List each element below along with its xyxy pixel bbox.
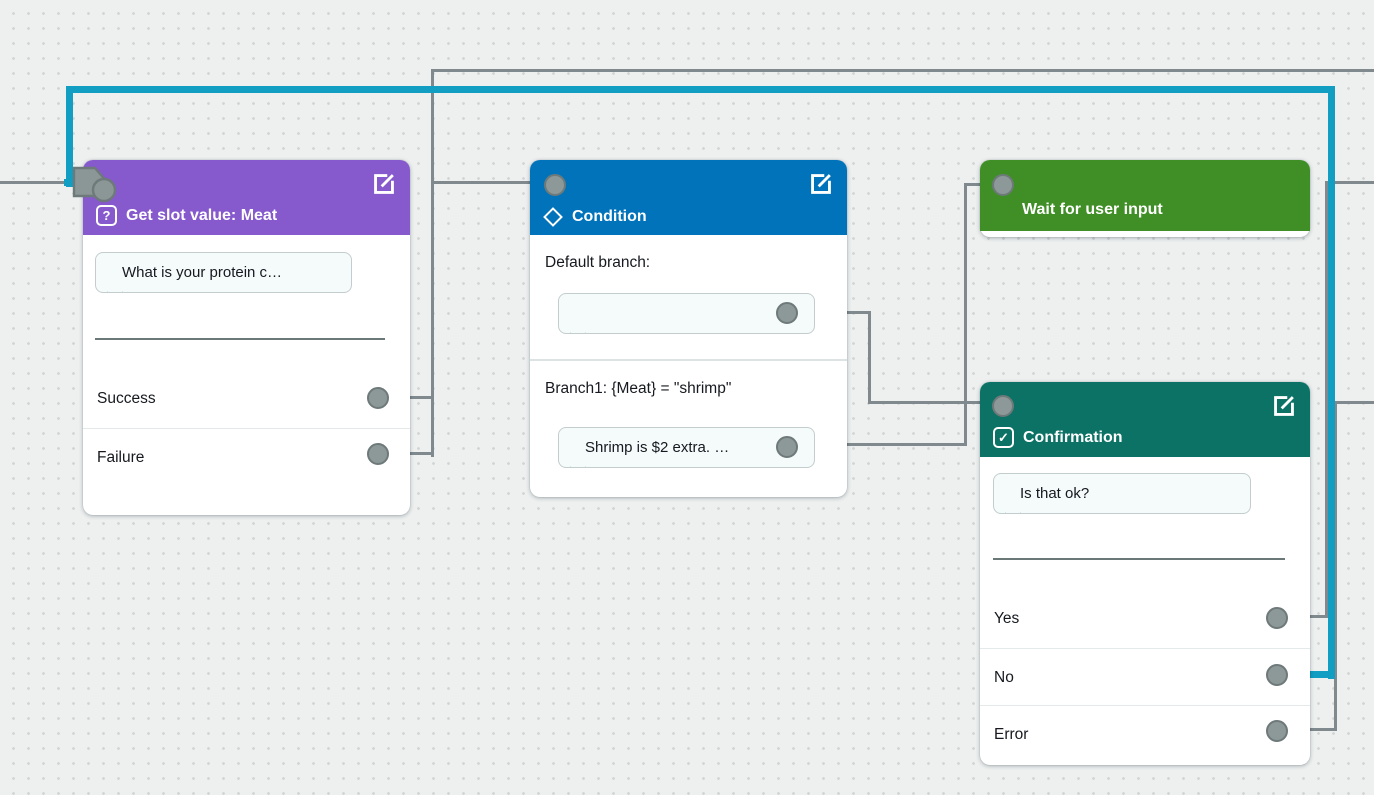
connector-vertical-left-of-condition[interactable] bbox=[431, 69, 434, 457]
connector-branch1-h[interactable] bbox=[782, 443, 967, 446]
node-title: Get slot value: Meat bbox=[126, 206, 278, 224]
port-yes-output[interactable] bbox=[1266, 607, 1288, 629]
port-confirmation-input[interactable] bbox=[992, 395, 1014, 417]
edit-icon bbox=[374, 174, 394, 194]
output-label: Error bbox=[994, 725, 1029, 743]
section-separator bbox=[530, 359, 847, 361]
connector-default-branch-v[interactable] bbox=[868, 311, 871, 404]
prompt-bubble: What is your protein c… bbox=[95, 252, 352, 293]
connector-error-offscreen-right[interactable] bbox=[1334, 401, 1374, 404]
port-condition-input[interactable] bbox=[544, 174, 566, 196]
node-title: Wait for user input bbox=[1022, 201, 1163, 218]
output-row-no[interactable]: No bbox=[980, 648, 1310, 706]
connector-default-into-confirmation[interactable] bbox=[868, 401, 998, 404]
port-failure-output[interactable] bbox=[367, 443, 389, 465]
connector-yes-offscreen-right[interactable] bbox=[1325, 181, 1374, 184]
edit-button[interactable] bbox=[371, 171, 397, 197]
default-branch-label: Default branch: bbox=[545, 254, 651, 271]
edit-icon bbox=[811, 174, 831, 194]
branch1-bubble: Shrimp is $2 extra. … bbox=[558, 427, 815, 468]
node-title: Confirmation bbox=[1023, 428, 1123, 446]
condition-icon bbox=[543, 207, 563, 227]
port-no-output[interactable] bbox=[1266, 664, 1288, 686]
default-branch-bubble bbox=[558, 293, 815, 334]
divider bbox=[95, 338, 385, 340]
node-wait-for-user-input[interactable]: Wait for user input bbox=[980, 160, 1310, 237]
output-label: Success bbox=[97, 390, 156, 407]
connector-error-v[interactable] bbox=[1334, 401, 1337, 731]
port-wait-input[interactable] bbox=[992, 174, 1014, 196]
connector-branch1-v[interactable] bbox=[964, 183, 967, 446]
edit-button[interactable] bbox=[808, 171, 834, 197]
node-get-slot-value[interactable]: ? Get slot value: Meat What is your prot… bbox=[83, 160, 410, 515]
output-label: Yes bbox=[994, 610, 1020, 627]
connector-yes-v[interactable] bbox=[1325, 181, 1328, 618]
connector-into-condition-input[interactable] bbox=[431, 181, 546, 184]
node-wait-header[interactable]: Wait for user input bbox=[980, 160, 1310, 231]
selected-connector-top-h[interactable] bbox=[66, 86, 1335, 93]
output-row-yes[interactable]: Yes bbox=[980, 590, 1310, 648]
port-default-branch-output[interactable] bbox=[776, 302, 798, 324]
node-confirmation[interactable]: ✓ Confirmation Is that ok? Yes No Error bbox=[980, 382, 1310, 765]
entry-flag-icon[interactable] bbox=[70, 163, 118, 207]
branch1-label: Branch1: {Meat} = "shrimp" bbox=[545, 380, 732, 397]
output-row-error[interactable]: Error bbox=[980, 705, 1310, 763]
edit-button[interactable] bbox=[1271, 393, 1297, 419]
selected-connector-left-v[interactable] bbox=[66, 86, 73, 187]
node-condition-header[interactable]: Condition bbox=[530, 160, 847, 235]
edit-icon bbox=[1274, 396, 1294, 416]
port-branch1-output[interactable] bbox=[776, 436, 798, 458]
output-row-failure[interactable]: Failure bbox=[83, 428, 410, 486]
output-label: No bbox=[994, 668, 1014, 686]
node-condition[interactable]: Condition Default branch: Branch1: {Meat… bbox=[530, 160, 847, 497]
get-slot-value-icon: ? bbox=[96, 205, 117, 226]
node-confirmation-header[interactable]: ✓ Confirmation bbox=[980, 382, 1310, 457]
connector-from-offscreen-left[interactable] bbox=[0, 181, 92, 184]
divider bbox=[993, 558, 1285, 560]
node-get-slot-header[interactable]: ? Get slot value: Meat bbox=[83, 160, 410, 235]
port-success-output[interactable] bbox=[367, 387, 389, 409]
selected-connector-right-v[interactable] bbox=[1328, 86, 1335, 679]
connector-top-offscreen-right[interactable] bbox=[431, 69, 1374, 72]
node-title: Condition bbox=[572, 208, 647, 225]
output-row-success[interactable]: Success bbox=[83, 370, 410, 428]
confirmation-checkbox-icon: ✓ bbox=[993, 427, 1014, 448]
output-label: Failure bbox=[97, 448, 145, 466]
port-error-output[interactable] bbox=[1266, 720, 1288, 742]
confirmation-bubble: Is that ok? bbox=[993, 473, 1251, 514]
